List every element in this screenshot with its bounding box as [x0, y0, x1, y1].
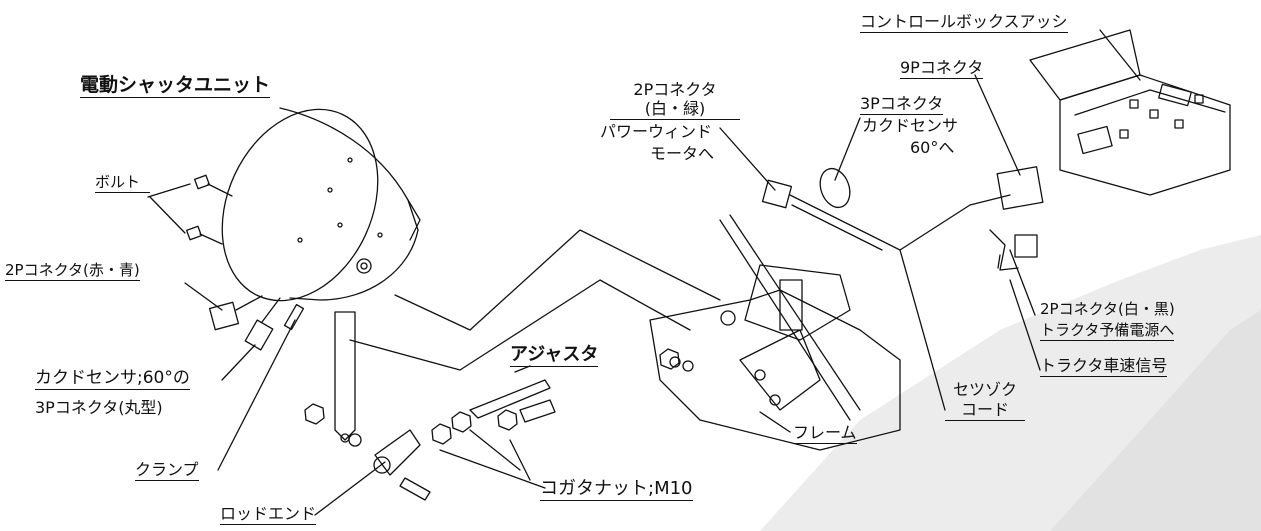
connector-2p-white-black-label-line1: 2Pコネクタ(白・黒)	[1040, 300, 1175, 318]
power-window-label-line1: パワーウィンド	[600, 122, 713, 141]
rod-end-leader	[314, 461, 386, 516]
bolt-leader	[147, 183, 191, 234]
connector-9p-label: 9Pコネクタ	[900, 58, 984, 79]
clamp-leader	[217, 319, 296, 471]
clamp-drawing	[283, 303, 305, 331]
small-nut-leader	[439, 429, 546, 489]
small-nut-label: コガタナット;M10	[540, 478, 693, 501]
frame-leader	[759, 411, 791, 433]
bolt-label: ボルト	[95, 174, 150, 193]
connector-2p-red-blue-leader	[184, 282, 223, 311]
connector-3p-leader	[834, 117, 861, 181]
connector-3p-label-line3: 60°へ	[910, 138, 955, 157]
harness-drawing	[761, 166, 1044, 271]
lever-arm-drawing	[334, 311, 356, 441]
nut-assembly-drawing	[304, 399, 556, 501]
power-window-label-line2: モータへ	[650, 144, 715, 163]
connector-2p-red-blue-drawing	[208, 295, 263, 331]
connector-9p-leader	[974, 74, 1021, 176]
bolt-drawings	[186, 174, 233, 245]
power-window-leader	[719, 127, 776, 191]
angle-sensor-label-line2: 3Pコネクタ(丸型)	[35, 398, 163, 417]
connection-cord-label-line1: セツゾク	[952, 380, 1017, 399]
shutter-unit-label: 電動シャッタユニット	[80, 74, 271, 98]
control-box-label: コントロールボックスアッシ	[860, 12, 1068, 33]
angle-sensor-connector-drawing	[244, 297, 281, 351]
connector-2p-white-green-label-line2: (白・緑)	[610, 100, 740, 120]
angle-sensor-label-line1: カクドセンサ;60°の	[35, 368, 190, 390]
connector-2p-white-black-label-line2: トラクタ予備電源へ	[1040, 321, 1175, 341]
tractor-speed-leader	[1009, 279, 1041, 371]
connector-3p-label-line1: 3Pコネクタ	[860, 94, 944, 115]
angle-sensor-leader	[221, 344, 256, 381]
connector-2p-white-black-leader	[1009, 249, 1036, 316]
connector-2p-red-blue-label: 2Pコネクタ(赤・青)	[5, 261, 140, 281]
control-box-leader	[1099, 29, 1141, 81]
frame-label: フレーム	[793, 423, 857, 444]
connection-cord-label-line2: コード	[945, 401, 1025, 421]
cable-drawing	[349, 229, 721, 371]
connector-3p-label-line2: カクドセンサ	[862, 116, 959, 135]
clamp-label: クランプ	[135, 460, 199, 481]
control-box-drawing	[1029, 29, 1231, 196]
connection-cord-leader	[899, 249, 946, 411]
background-swoosh-2	[1050, 310, 1261, 531]
tractor-speed-label: トラクタ車速信号	[1040, 356, 1168, 377]
rod-end-label: ロッドエンド	[220, 504, 317, 525]
adjuster-label: アジャスタ	[510, 344, 599, 367]
adjuster-drawing	[469, 365, 551, 419]
shutter-unit-drawing	[221, 107, 421, 302]
frame-drawing	[649, 214, 901, 451]
connector-2p-white-green-label-line1: 2Pコネクタ	[633, 80, 717, 99]
